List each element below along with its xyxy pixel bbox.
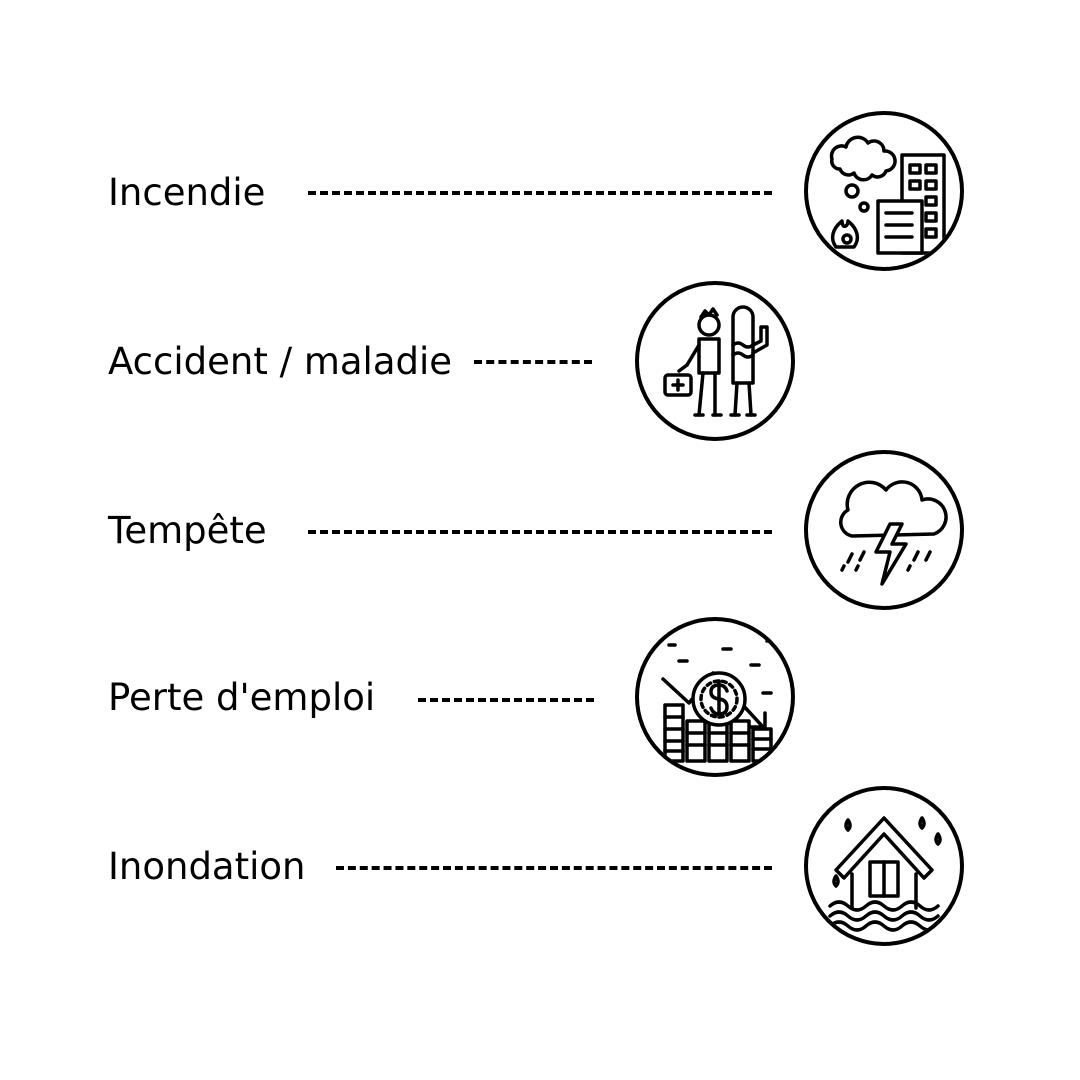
dashed-connector xyxy=(308,191,772,195)
dashed-connector xyxy=(308,530,772,534)
dashed-connector xyxy=(418,698,594,702)
dashed-connector xyxy=(474,360,592,364)
building-fire-icon xyxy=(804,111,964,271)
risk-label-inondation: Inondation xyxy=(108,845,306,888)
risk-row-inondation: Inondation xyxy=(0,782,1080,952)
dashed-connector xyxy=(336,866,772,870)
risk-label-incendie: Incendie xyxy=(108,171,266,214)
risk-label-perte-emploi: Perte d'emploi xyxy=(108,676,376,719)
storm-cloud-icon xyxy=(804,450,964,610)
risk-row-tempete: Tempête xyxy=(0,446,1080,616)
injured-people-icon xyxy=(635,281,795,441)
risk-label-tempete: Tempête xyxy=(108,509,267,552)
risk-row-incendie: Incendie xyxy=(0,108,1080,278)
flooded-house-icon xyxy=(804,786,964,946)
risk-row-perte-emploi: Perte d'emploi xyxy=(0,614,1080,784)
financial-loss-icon xyxy=(635,617,795,777)
risk-label-accident-maladie: Accident / maladie xyxy=(108,340,453,383)
risk-row-accident-maladie: Accident / maladie xyxy=(0,278,1080,448)
